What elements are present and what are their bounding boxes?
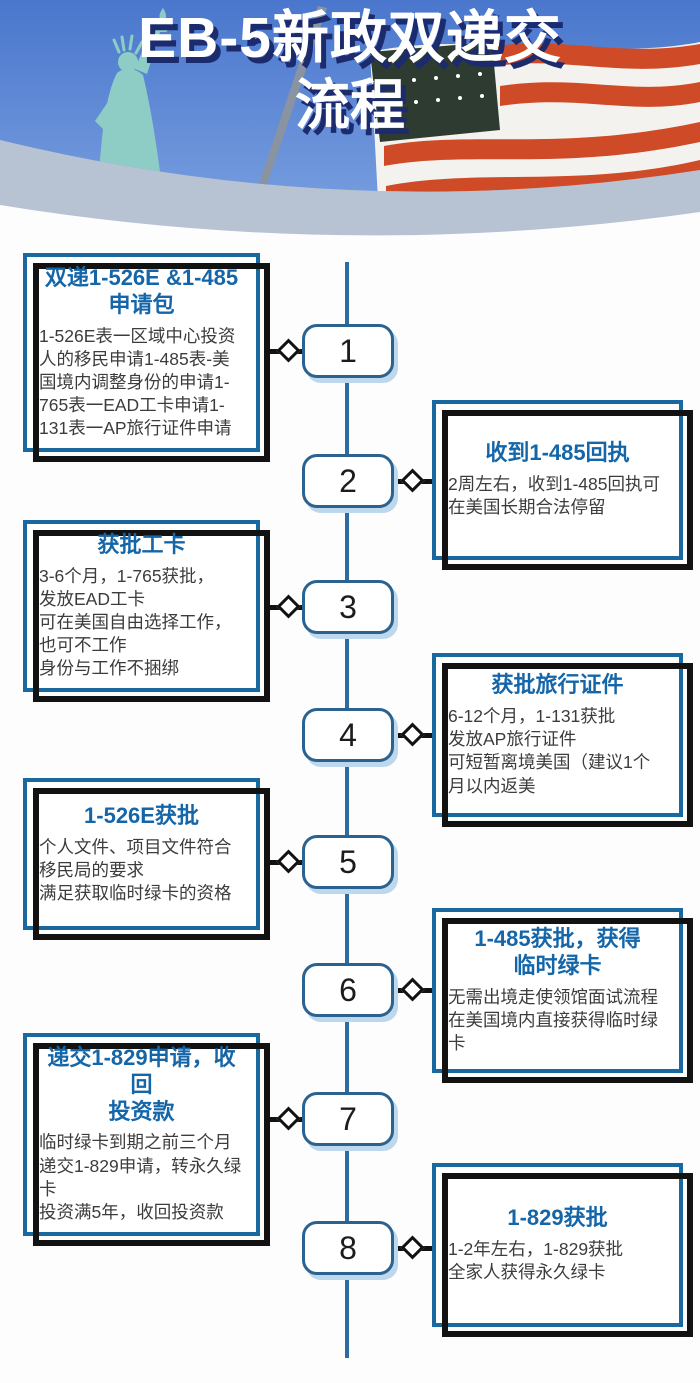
step-body: 2周左右，收到1-485回执可在美国长期合法停留 <box>448 474 660 518</box>
header-banner: EB-5新政双递交 流程 <box>0 0 700 250</box>
step-number: 3 <box>339 588 357 625</box>
step-body: 临时绿卡到期之前三个月 递交1-829申请，转永久绿卡 投资满5年，收回投资款 <box>39 1132 242 1222</box>
step-body: 1-2年左右，1-829获批 全家人获得永久绿卡 <box>448 1239 624 1283</box>
step-number-node: 6 <box>302 963 394 1017</box>
step-box: 收到1-485回执 2周左右，收到1-485回执可在美国长期合法停留 <box>432 400 693 570</box>
step-number-node: 1 <box>302 324 394 378</box>
step-number: 2 <box>339 462 357 499</box>
step-box: 获批旅行证件 6-12个月，1-131获批 发放AP旅行证件 可短暂离境美国（建… <box>432 653 693 827</box>
step-body: 6-12个月，1-131获批 发放AP旅行证件 可短暂离境美国（建议1个月以内返… <box>448 706 651 796</box>
step-title: 1-485获批，获得 临时绿卡 <box>474 926 641 978</box>
diamond-connector-icon <box>400 722 425 747</box>
step-body: 无需出境走使领馆面试流程 在美国境内直接获得临时绿卡 <box>448 986 658 1053</box>
step-box: 获批工卡 3-6个月，1-765获批， 发放EAD工卡 可在美国自由选择工作， … <box>23 520 270 703</box>
step-number-node: 3 <box>302 580 394 634</box>
step-box: 1-829获批 1-2年左右，1-829获批 全家人获得永久绿卡 <box>432 1163 693 1337</box>
step-title: 收到1-485回执 <box>485 440 630 466</box>
diamond-connector-icon <box>276 338 301 363</box>
us-flag-icon <box>370 42 700 192</box>
step-box: 双递1-526E &1-485 申请包 1-526E表一区域中心投资人的移民申请… <box>23 253 270 463</box>
step-number: 4 <box>339 716 357 753</box>
timeline-line <box>345 262 349 1358</box>
step-body: 个人文件、项目文件符合移民局的要求 满足获取临时绿卡的资格 <box>39 836 232 903</box>
step-title: 1-526E获批 <box>84 802 199 828</box>
step-number-node: 5 <box>302 835 394 889</box>
step-number-node: 8 <box>302 1221 394 1275</box>
header-photo <box>0 0 700 236</box>
step-number: 8 <box>339 1229 357 1266</box>
step-number: 5 <box>339 843 357 880</box>
step-box: 1-485获批，获得 临时绿卡 无需出境走使领馆面试流程 在美国境内直接获得临时… <box>432 908 693 1083</box>
diamond-connector-icon <box>400 977 425 1002</box>
flag-pole <box>252 6 327 192</box>
step-body: 3-6个月，1-765获批， 发放EAD工卡 可在美国自由选择工作， 也可不工作… <box>39 565 232 679</box>
step-number: 1 <box>339 332 357 369</box>
diamond-connector-icon <box>400 1235 425 1260</box>
step-box: 递交1-829申请，收回 投资款 临时绿卡到期之前三个月 递交1-829申请，转… <box>23 1033 270 1246</box>
step-title: 获批工卡 <box>97 532 186 557</box>
step-body: 1-526E表一区域中心投资人的移民申请1-485表-美国境内调整身份的申请1-… <box>39 325 236 439</box>
diamond-connector-icon <box>276 594 301 619</box>
step-number-node: 7 <box>302 1092 394 1146</box>
diamond-connector-icon <box>276 849 301 874</box>
step-box: 1-526E获批 个人文件、项目文件符合移民局的要求 满足获取临时绿卡的资格 <box>23 778 270 940</box>
step-number: 7 <box>339 1100 357 1137</box>
step-title: 递交1-829申请，收回 投资款 <box>47 1045 236 1124</box>
step-number: 6 <box>339 971 357 1008</box>
diamond-connector-icon <box>400 468 425 493</box>
step-title: 1-829获批 <box>507 1205 608 1231</box>
step-title: 获批旅行证件 <box>491 672 624 698</box>
step-number-node: 2 <box>302 454 394 508</box>
step-title: 双递1-526E &1-485 申请包 <box>44 265 239 317</box>
diamond-connector-icon <box>276 1106 301 1131</box>
flag-stars <box>388 50 484 106</box>
step-number-node: 4 <box>302 708 394 762</box>
